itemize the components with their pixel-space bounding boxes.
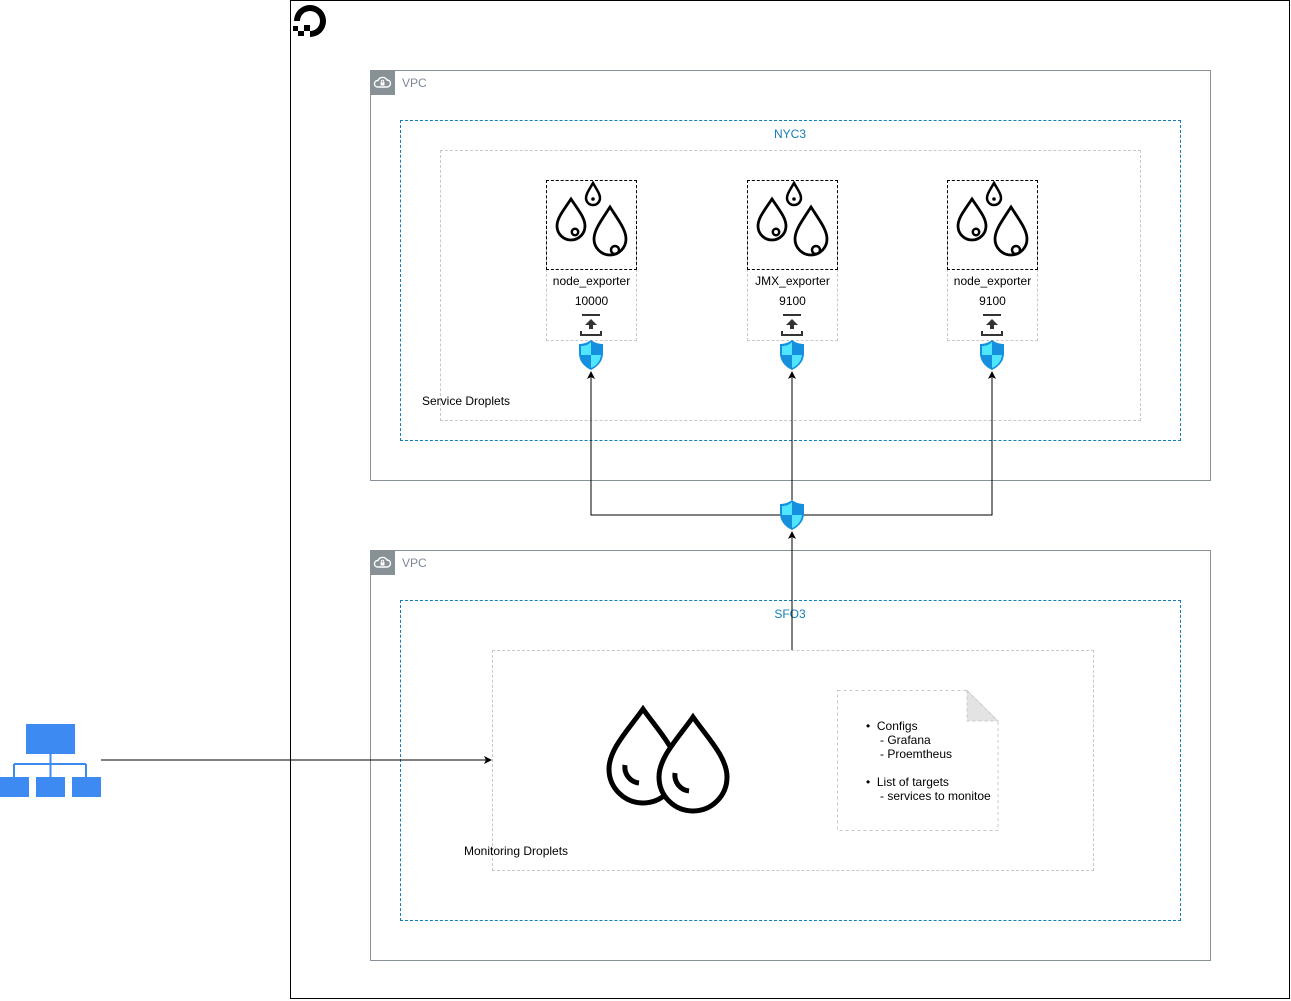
droplets-icon <box>947 180 1038 270</box>
droplets-icon <box>605 705 730 815</box>
droplet-3-name: node_exporter <box>953 274 1032 288</box>
cloud-boundary <box>290 0 1290 999</box>
monitoring-droplets-label: Monitoring Droplets <box>464 844 569 858</box>
upload-icon <box>980 312 1004 336</box>
vpc-bottom-label: VPC <box>402 556 427 570</box>
digitalocean-logo-icon <box>290 0 332 42</box>
droplet-1-port: 10000 <box>574 294 609 308</box>
firewall-shield-icon <box>779 339 805 371</box>
note-item-title: • List of targets <box>866 775 949 789</box>
service-droplets-label: Service Droplets <box>422 394 511 408</box>
droplet-1-name: node_exporter <box>552 274 631 288</box>
region-nyc3-label: NYC3 <box>773 127 806 141</box>
note-targets-title: List of targets <box>876 775 949 789</box>
firewall-shield-icon <box>578 339 604 371</box>
firewall-shield-icon <box>979 339 1005 371</box>
note-configs-line2: - Proemtheus <box>880 747 953 761</box>
region-sfo3-label: SFO3 <box>774 607 806 621</box>
upload-icon <box>780 312 804 336</box>
upload-icon <box>579 312 603 336</box>
service-droplets-group <box>440 150 1141 421</box>
region-nyc3 <box>400 120 1181 441</box>
note-configs-title: Configs <box>876 719 918 733</box>
network-hierarchy-icon <box>0 724 101 797</box>
droplet-2-port: 9100 <box>779 294 806 308</box>
edge-firewall-to-droplet-3 <box>792 371 996 516</box>
vpc-top <box>370 70 1211 481</box>
config-note <box>837 690 999 831</box>
vpc-cloud-icon <box>370 550 395 575</box>
edge-firewall-to-droplet-1 <box>587 371 792 516</box>
firewall-shield-icon <box>779 499 805 531</box>
note-item-configs: • Configs - Grafana - Proemtheus <box>866 719 952 761</box>
vpc-cloud-icon <box>370 70 395 95</box>
note-configs-line1: - Grafana <box>880 733 931 747</box>
droplets-icon <box>747 180 838 270</box>
vpc-bottom <box>370 550 1211 961</box>
monitoring-droplets-group <box>492 650 1094 871</box>
note-item-targets: • List of targets - services to monitoe <box>866 775 991 803</box>
note-targets-line1: - services to monitoe <box>880 789 991 803</box>
droplets-icon <box>546 180 637 270</box>
vpc-top-label: VPC <box>402 76 427 90</box>
droplet-3-port: 9100 <box>979 294 1006 308</box>
note-item-title: • Configs <box>866 719 918 733</box>
droplet-2-name: JMX_exporter <box>755 274 830 288</box>
